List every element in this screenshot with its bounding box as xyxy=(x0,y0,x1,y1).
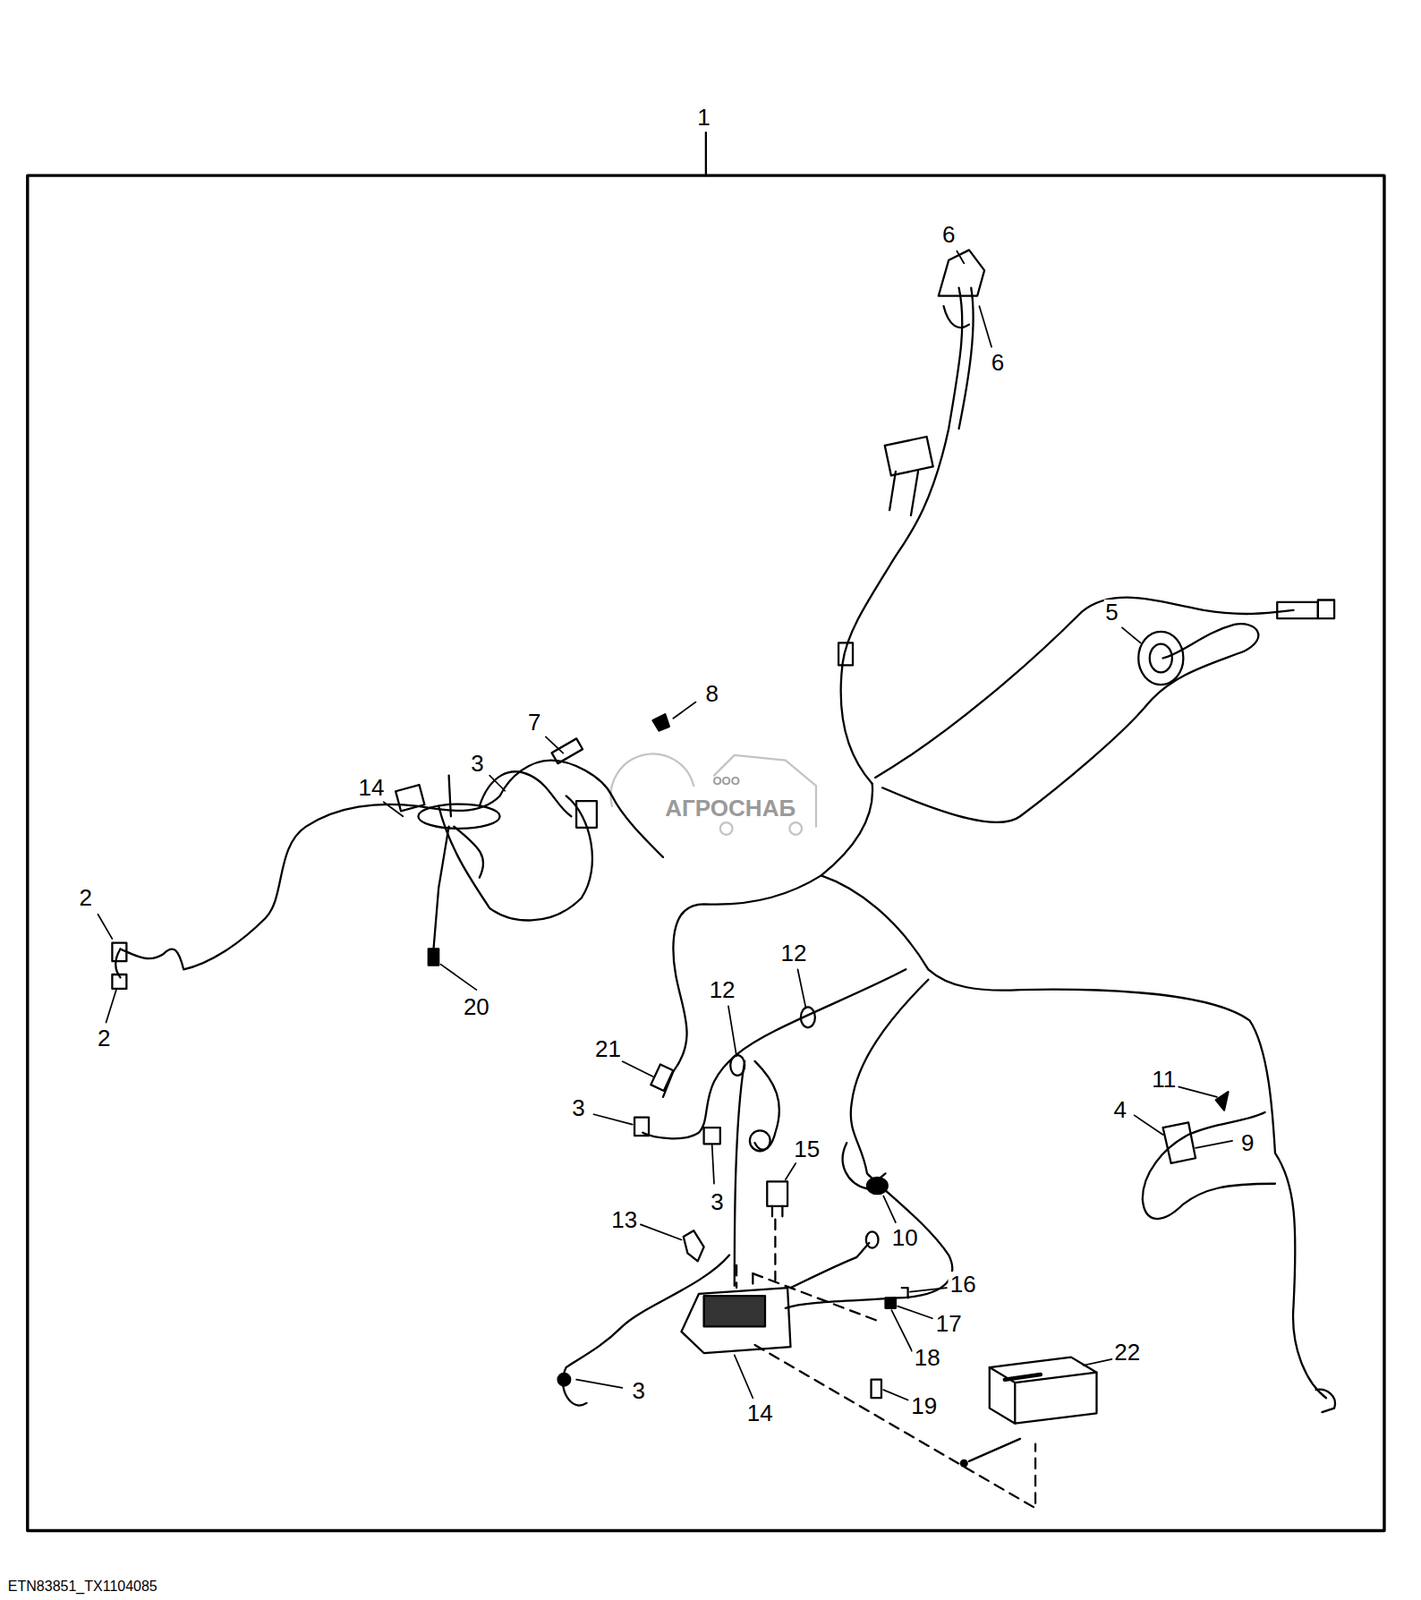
callout-number: 2 xyxy=(95,1025,112,1051)
callout-number: 13 xyxy=(609,1207,639,1233)
callout-number: 12 xyxy=(778,940,809,966)
callout-number: 6 xyxy=(989,349,1006,375)
module xyxy=(1004,1374,1041,1380)
relay xyxy=(766,1181,788,1206)
wire-loop xyxy=(417,804,500,829)
wire-harness xyxy=(1142,1112,1276,1219)
callout-number: 18 xyxy=(912,1344,943,1370)
connector xyxy=(395,784,425,811)
callout-number: 3 xyxy=(708,1189,725,1215)
wire-harness xyxy=(790,1242,869,1288)
callout-number: 22 xyxy=(1112,1339,1142,1365)
wire-harness xyxy=(433,775,484,950)
callout-number: 11 xyxy=(1149,1066,1178,1092)
module xyxy=(989,1367,1098,1424)
connector xyxy=(1316,1389,1336,1413)
callout-number: 6 xyxy=(940,221,957,247)
wire-harness xyxy=(115,948,120,978)
callout-number: 3 xyxy=(570,1095,587,1121)
connector xyxy=(558,1373,571,1387)
connector xyxy=(749,1130,771,1151)
callout-number: 20 xyxy=(461,994,492,1020)
connector xyxy=(1163,1122,1196,1164)
wire-harness xyxy=(120,760,664,971)
terminal xyxy=(961,1460,968,1467)
connector xyxy=(428,948,439,965)
watermark-emblem xyxy=(611,753,817,834)
callout-number: 2 xyxy=(77,884,94,911)
fuse-holder xyxy=(885,1297,896,1308)
connector xyxy=(867,1177,888,1194)
grommet xyxy=(1149,644,1173,673)
callout-number: 10 xyxy=(890,1225,920,1251)
connector xyxy=(576,800,597,828)
connector xyxy=(111,974,127,989)
nut xyxy=(653,714,670,731)
connector xyxy=(938,249,985,296)
callout-number: 3 xyxy=(468,750,486,776)
alignment-line xyxy=(736,1219,1036,1509)
assembly-frame xyxy=(27,175,1385,1531)
connector xyxy=(1318,600,1335,620)
fuse xyxy=(871,1379,882,1399)
wire-harness xyxy=(943,306,969,328)
connector xyxy=(552,738,583,764)
callout-number: 14 xyxy=(356,774,386,800)
watermark: АГРОСНАБ xyxy=(663,795,798,821)
wire-harness xyxy=(672,783,873,1073)
callout-number: 8 xyxy=(703,680,720,707)
callout-number: 1 xyxy=(695,104,712,130)
wire-harness xyxy=(821,875,1327,1398)
callout-number: 4 xyxy=(1111,1097,1128,1123)
connector xyxy=(1276,602,1319,619)
terminal xyxy=(901,1287,909,1298)
callout-number: 7 xyxy=(526,709,543,735)
wire-clip xyxy=(704,1127,721,1144)
wire-harness xyxy=(969,1438,1021,1462)
callout-number: 21 xyxy=(593,1036,623,1062)
wire-harness xyxy=(479,771,572,817)
relay-pin xyxy=(772,1206,783,1217)
module xyxy=(989,1357,1098,1424)
wire-clip xyxy=(800,1006,816,1028)
callout-number: 5 xyxy=(1103,599,1120,625)
leader-line xyxy=(705,132,707,176)
wire-harness xyxy=(755,1061,780,1150)
wire-harness xyxy=(841,288,963,784)
clip xyxy=(683,1230,705,1261)
terminal xyxy=(866,1231,879,1248)
control-unit xyxy=(681,1287,792,1353)
control-unit xyxy=(704,1295,766,1327)
callout-number: 19 xyxy=(909,1393,939,1419)
figure-id: ETN83851_TX1104085 xyxy=(6,1578,160,1595)
wire-clip xyxy=(838,642,853,665)
wire-harness xyxy=(959,288,974,429)
wire-harness xyxy=(889,471,919,516)
connector xyxy=(634,1117,649,1137)
grommet xyxy=(1138,631,1183,685)
wire-harness xyxy=(882,623,1259,823)
wire-harness xyxy=(785,979,953,1309)
wire-harness xyxy=(642,969,906,1139)
connector xyxy=(884,436,934,476)
connector xyxy=(650,1063,673,1090)
connector xyxy=(111,943,127,962)
callout-number: 9 xyxy=(1239,1130,1256,1156)
callout-number: 3 xyxy=(629,1378,647,1404)
screw xyxy=(1216,1091,1229,1111)
watermark: ООО xyxy=(710,774,741,788)
callout-number: 16 xyxy=(948,1271,979,1297)
callout-number: 17 xyxy=(934,1310,964,1336)
callout-number: 14 xyxy=(745,1400,775,1426)
callout-number: 12 xyxy=(707,977,738,1003)
callout-number: 15 xyxy=(791,1136,822,1162)
wire-harness xyxy=(562,1061,745,1406)
leader-line xyxy=(97,251,1233,1401)
